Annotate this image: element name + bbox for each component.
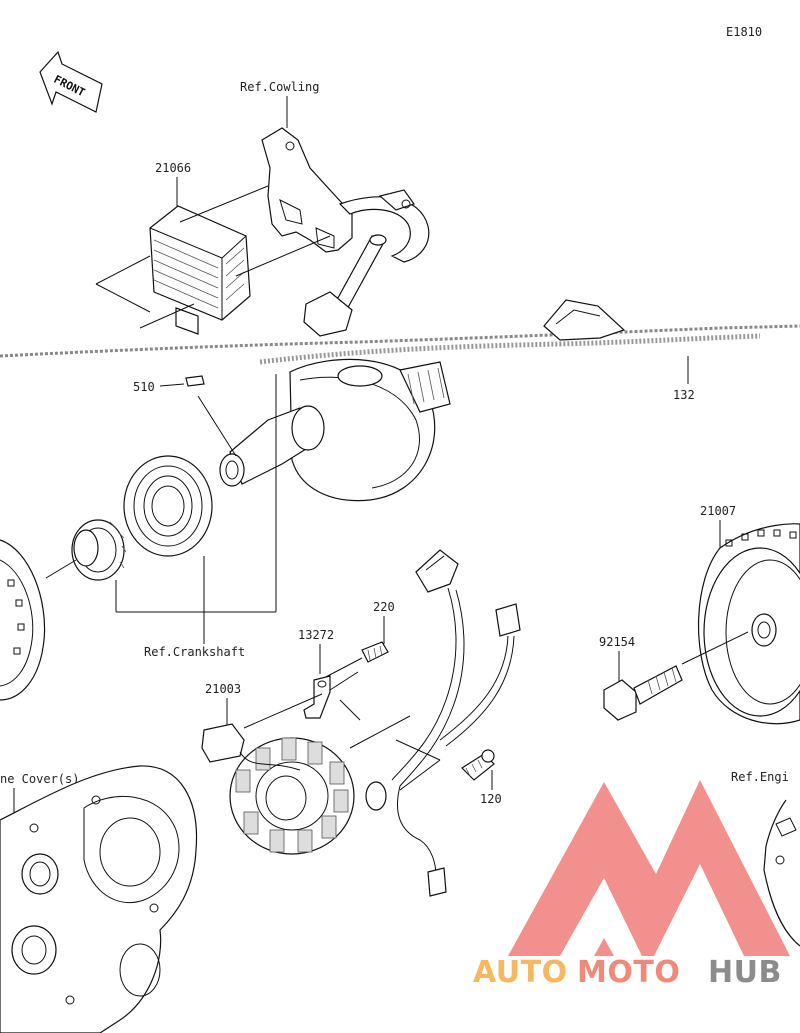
label-ref-engine: Ref.Engi (731, 770, 789, 784)
label-ref-crankshaft: Ref.Crankshaft (144, 645, 245, 659)
frame-tube (303, 189, 430, 337)
label-120: 120 (480, 792, 502, 806)
label-13272: 13272 (298, 628, 334, 642)
starter-clutch-gear (71, 519, 127, 581)
label-21007: 21007 (700, 504, 736, 518)
flywheel-left-partial (0, 539, 46, 701)
watermark-moto: MOTO (577, 955, 680, 990)
woodruff-key (185, 375, 205, 387)
guide-13272-a (329, 671, 359, 691)
diagram-code: E1810 (726, 25, 762, 39)
bolt-120 (461, 749, 495, 781)
automotohub-logo: AUTO MOTO HUB (473, 780, 790, 990)
label-ref-cowling: Ref.Cowling (240, 80, 319, 94)
label-21066: 21066 (155, 161, 191, 175)
guide-21003-a (243, 693, 323, 729)
cowling-bracket (261, 127, 353, 253)
guide-wire-a (395, 739, 441, 761)
watermark-hub: HUB (708, 955, 782, 990)
watermark-auto: AUTO (473, 955, 568, 990)
wiring-harness (0, 299, 800, 365)
stator-coil (201, 723, 355, 855)
generator-rotor (697, 523, 800, 725)
crank-bearing (123, 455, 213, 557)
stator-wire-leads (365, 549, 521, 897)
label-ref-engine-cover: ne Cover(s) (0, 772, 79, 786)
engine-partial (763, 799, 800, 947)
label-220: 220 (373, 600, 395, 614)
mounting-guide-lines (95, 185, 331, 329)
guide-wire-b (399, 759, 441, 791)
leader-510-to-shaft (197, 395, 237, 457)
crankshaft-bracket-lines (115, 374, 277, 644)
leader-510 (159, 383, 185, 387)
label-92154: 92154 (599, 635, 635, 649)
label-21003: 21003 (205, 682, 241, 696)
label-510: 510 (133, 380, 155, 394)
label-132: 132 (673, 388, 695, 402)
regulator-rectifier (149, 205, 251, 335)
crankshaft (219, 358, 451, 502)
wire-holding-plate (303, 675, 331, 719)
front-arrow-icon: FRONT (39, 50, 103, 113)
rotor-bolt (603, 665, 683, 721)
bolt-220 (361, 641, 389, 663)
leader-gear-left (45, 559, 77, 579)
leader-92154-to-rotor (681, 631, 749, 665)
engine-cover (0, 765, 198, 1033)
guide-21003-b (349, 715, 411, 749)
guide-13272-b (339, 699, 361, 721)
